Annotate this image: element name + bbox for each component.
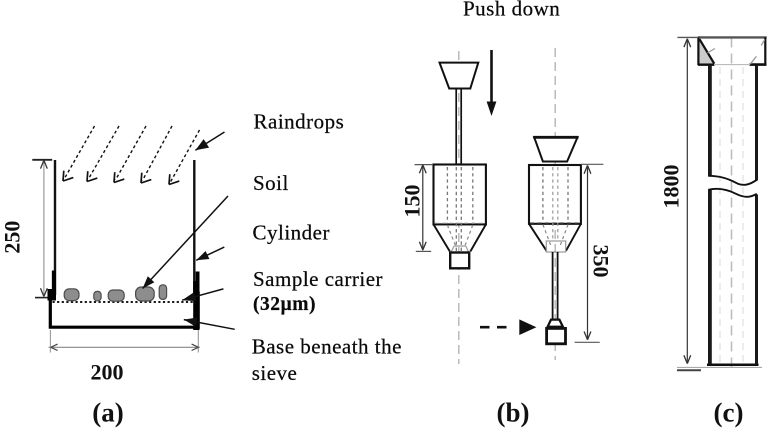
svg-text:Raindrops: Raindrops [254,110,345,134]
svg-text:Sample carrier: Sample carrier [253,267,383,291]
svg-text:1800: 1800 [659,165,684,209]
svg-text:(32µm): (32µm) [253,294,316,315]
svg-text:Soil: Soil [253,171,289,195]
svg-text:(b): (b) [497,398,530,428]
svg-text:350: 350 [589,245,614,278]
svg-text:150: 150 [400,185,425,218]
svg-text:(c): (c) [714,398,744,428]
svg-text:Cylinder: Cylinder [253,221,331,245]
svg-text:(a): (a) [92,398,123,428]
svg-text:200: 200 [91,360,124,385]
svg-text:Push down: Push down [463,0,560,21]
svg-text:sieve: sieve [252,361,298,385]
svg-text:Base beneath the: Base beneath the [252,335,402,359]
svg-text:250: 250 [0,221,25,254]
